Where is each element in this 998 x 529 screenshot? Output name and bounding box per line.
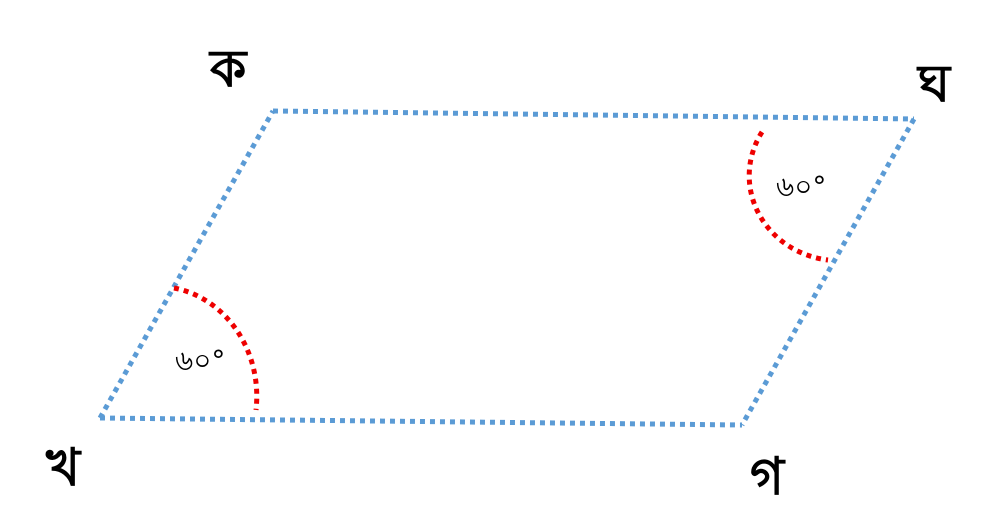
- angle-label-gha: ৬০°: [776, 170, 826, 203]
- vertex-label-ka: ক: [208, 39, 248, 99]
- vertex-label-kha: খ: [45, 438, 82, 498]
- angle-label-kha: ৬০°: [175, 344, 225, 377]
- vertex-label-gha: ঘ: [916, 54, 952, 114]
- edge-gha-ga: [739, 117, 917, 427]
- angle-arc-gha: [746, 130, 829, 263]
- edge-ka-gha: [272, 108, 915, 122]
- edge-ka-kha: [97, 109, 276, 420]
- vertex-label-ga: গ: [750, 447, 786, 507]
- edge-kha-ga: [99, 415, 743, 428]
- angle-arc-kha: [173, 285, 260, 411]
